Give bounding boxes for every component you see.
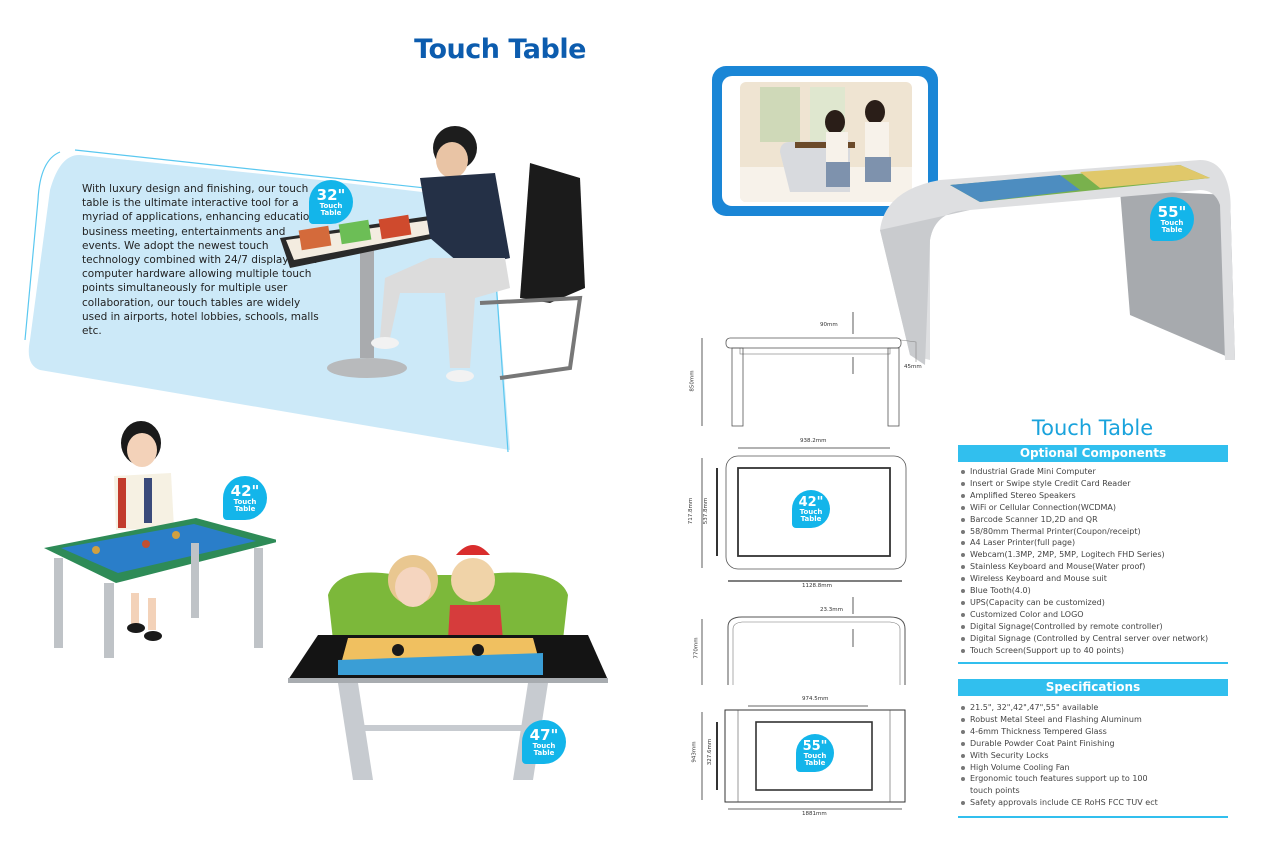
list-item: Digital Signage (Controlled by Central s… (960, 633, 1230, 645)
size-badge-47: 47" Touch Table (522, 720, 566, 764)
specifications-list: 21.5", 32",42",47",55" available Robust … (960, 702, 1230, 809)
dim-total-depth-55: 943mm (691, 741, 698, 763)
spec-panel-title: Touch Table (1031, 416, 1154, 440)
specifications-header: Specifications (958, 679, 1228, 696)
dim-height-55: 770mm (693, 637, 700, 659)
dim-total-width-55: 1881mm (802, 811, 827, 817)
dim-screen-width: 938.2mm (800, 438, 827, 444)
list-item: 58/80mm Thermal Printer(Coupon/receipt) (960, 526, 1230, 538)
callout-photo-frame (712, 66, 938, 216)
drawing-top-view-55: 974.5mm 1881mm 943mm 327.6mm 55" Touch T… (690, 694, 920, 819)
size-badge-32: 32" Touch Table (309, 180, 353, 224)
drawing-badge-42: 42" Touch Table (792, 490, 830, 528)
list-item: Robust Metal Steel and Flashing Aluminum (960, 714, 1230, 726)
dim-height: 850mm (689, 370, 696, 392)
product-photo-32in (280, 118, 600, 418)
dim-edge: 45mm (904, 364, 922, 370)
product-photo-55in (880, 150, 1240, 365)
list-item: Ergonomic touch features support up to 1… (960, 773, 1170, 797)
dim-top-thickness-55: 23.3mm (820, 607, 843, 613)
list-item: 4-6mm Thickness Tempered Glass (960, 726, 1230, 738)
list-item: 21.5", 32",42",47",55" available (960, 702, 1230, 714)
optional-components-header: Optional Components (958, 445, 1228, 462)
list-item: Insert or Swipe style Credit Card Reader (960, 478, 1230, 490)
product-photo-42in (36, 418, 276, 658)
drawing-front-view-55: 23.3mm 770mm (690, 597, 920, 692)
drawing-badge-55: 55" Touch Table (796, 734, 834, 772)
list-item: Customized Color and LOGO (960, 609, 1230, 621)
list-item: Safety approvals include CE RoHS FCC TUV… (960, 797, 1230, 809)
list-item: Industrial Grade Mini Computer (960, 466, 1230, 478)
list-item: Webcam(1.3MP, 2MP, 5MP, Logitech FHD Ser… (960, 549, 1230, 561)
page-title: Touch Table (414, 34, 586, 65)
list-item: Wireless Keyboard and Mouse suit (960, 573, 1230, 585)
size-badge-55: 55" Touch Table (1150, 197, 1194, 241)
drawing-side-view: 90mm 45mm 850mm (689, 312, 922, 432)
dim-screen-depth: 537.8mm (703, 497, 710, 525)
list-item: Stainless Keyboard and Mouse(Water proof… (960, 561, 1230, 573)
dim-screen-depth-55: 327.6mm (707, 738, 714, 766)
list-item: UPS(Capacity can be customized) (960, 597, 1230, 609)
specifications-divider (958, 816, 1228, 818)
dim-total-depth: 717.8mm (688, 497, 695, 525)
dim-total-width: 1128.8mm (802, 583, 832, 589)
list-item: Touch Screen(Support up to 40 points) (960, 645, 1230, 657)
intro-paragraph: With luxury design and finishing, our to… (82, 183, 320, 338)
dim-top-thickness: 90mm (820, 322, 838, 328)
drawing-top-view-42: 938.2mm 1128.8mm 717.8mm 537.8mm 42" Tou… (688, 438, 920, 589)
dim-screen-width-55: 974.5mm (802, 696, 829, 702)
optional-components-list: Industrial Grade Mini Computer Insert or… (960, 466, 1230, 657)
list-item: With Security Locks (960, 750, 1230, 762)
size-badge-42: 42" Touch Table (223, 476, 267, 520)
list-item: Barcode Scanner 1D,2D and QR (960, 514, 1230, 526)
list-item: Digital Signage(Controlled by remote con… (960, 621, 1230, 633)
list-item: Durable Powder Coat Paint Finishing (960, 738, 1230, 750)
optional-components-divider (958, 662, 1228, 664)
list-item: A4 Laser Printer(full page) (960, 537, 1230, 549)
list-item: High Volume Cooling Fan (960, 762, 1230, 774)
list-item: Blue Tooth(4.0) (960, 585, 1230, 597)
list-item: Amplified Stereo Speakers (960, 490, 1230, 502)
product-photo-47in (278, 535, 613, 785)
kids-playing-photo (740, 82, 912, 202)
list-item: WiFi or Cellular Connection(WCDMA) (960, 502, 1230, 514)
